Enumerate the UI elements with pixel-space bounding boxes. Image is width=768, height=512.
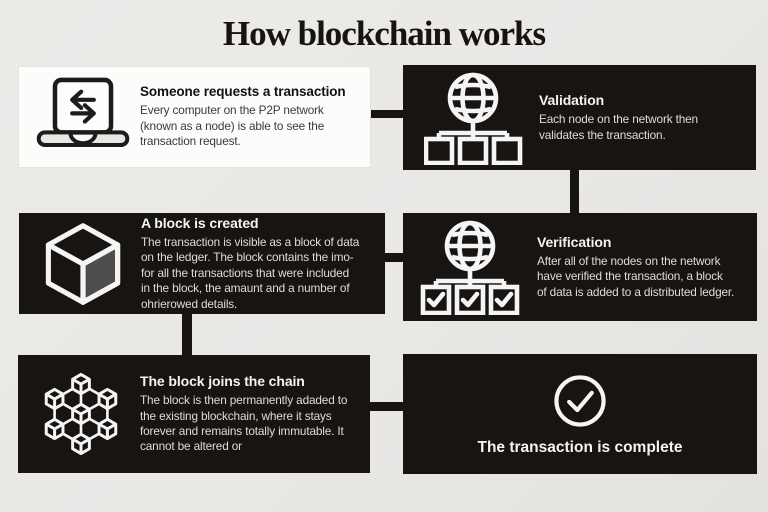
step-title: Someone requests a transaction — [140, 84, 346, 100]
connector-chain-complete — [368, 402, 405, 411]
step-text-block: Validation Each node on the network then… — [539, 92, 749, 143]
step-body: After all of the nodes on the network ha… — [537, 253, 735, 299]
page-title: How blockchain works — [222, 14, 546, 53]
step-request-transaction: Someone requests a transaction Every com… — [19, 67, 370, 167]
step-body: The block is then permanently adaded to … — [140, 393, 348, 454]
step-body: Each node on the network then validates … — [539, 112, 698, 142]
connector-verification-block-created — [383, 253, 405, 262]
blockchain-cubes-icon — [34, 370, 128, 458]
step-text-block: A block is created The transaction is vi… — [141, 215, 385, 312]
connector-block-created-chain — [182, 312, 192, 357]
connector-validation-verification — [570, 168, 579, 215]
step-title: The transaction is complete — [477, 438, 683, 456]
step-text-block: The block joins the chain The block is t… — [140, 373, 374, 455]
globe-checklist-icon — [419, 219, 523, 315]
step-body: The transaction is visible as a block of… — [141, 234, 360, 311]
step-transaction-complete: The transaction is complete — [403, 354, 757, 474]
step-body: Every computer on the P2P network (known… — [140, 103, 325, 149]
step-title: A block is created — [141, 214, 259, 231]
cube-icon — [39, 222, 127, 305]
step-block-created: A block is created The transaction is vi… — [19, 213, 385, 314]
globe-network-icon — [423, 71, 525, 165]
step-verification: Verification After all of the nodes on t… — [403, 213, 757, 321]
connector-request-validation — [367, 110, 405, 118]
step-text-block: Someone requests a transaction Every com… — [140, 84, 366, 149]
step-title: Verification — [537, 233, 612, 250]
step-text-block: Verification After all of the nodes on t… — [537, 234, 757, 300]
step-block-joins-chain: The block joins the chain The block is t… — [18, 355, 370, 473]
step-title: Validation — [539, 92, 605, 109]
step-validation: Validation Each node on the network then… — [403, 65, 756, 170]
step-title: The block joins the chain — [140, 373, 305, 390]
check-circle-icon — [551, 372, 609, 430]
laptop-transfer-icon — [36, 75, 130, 159]
